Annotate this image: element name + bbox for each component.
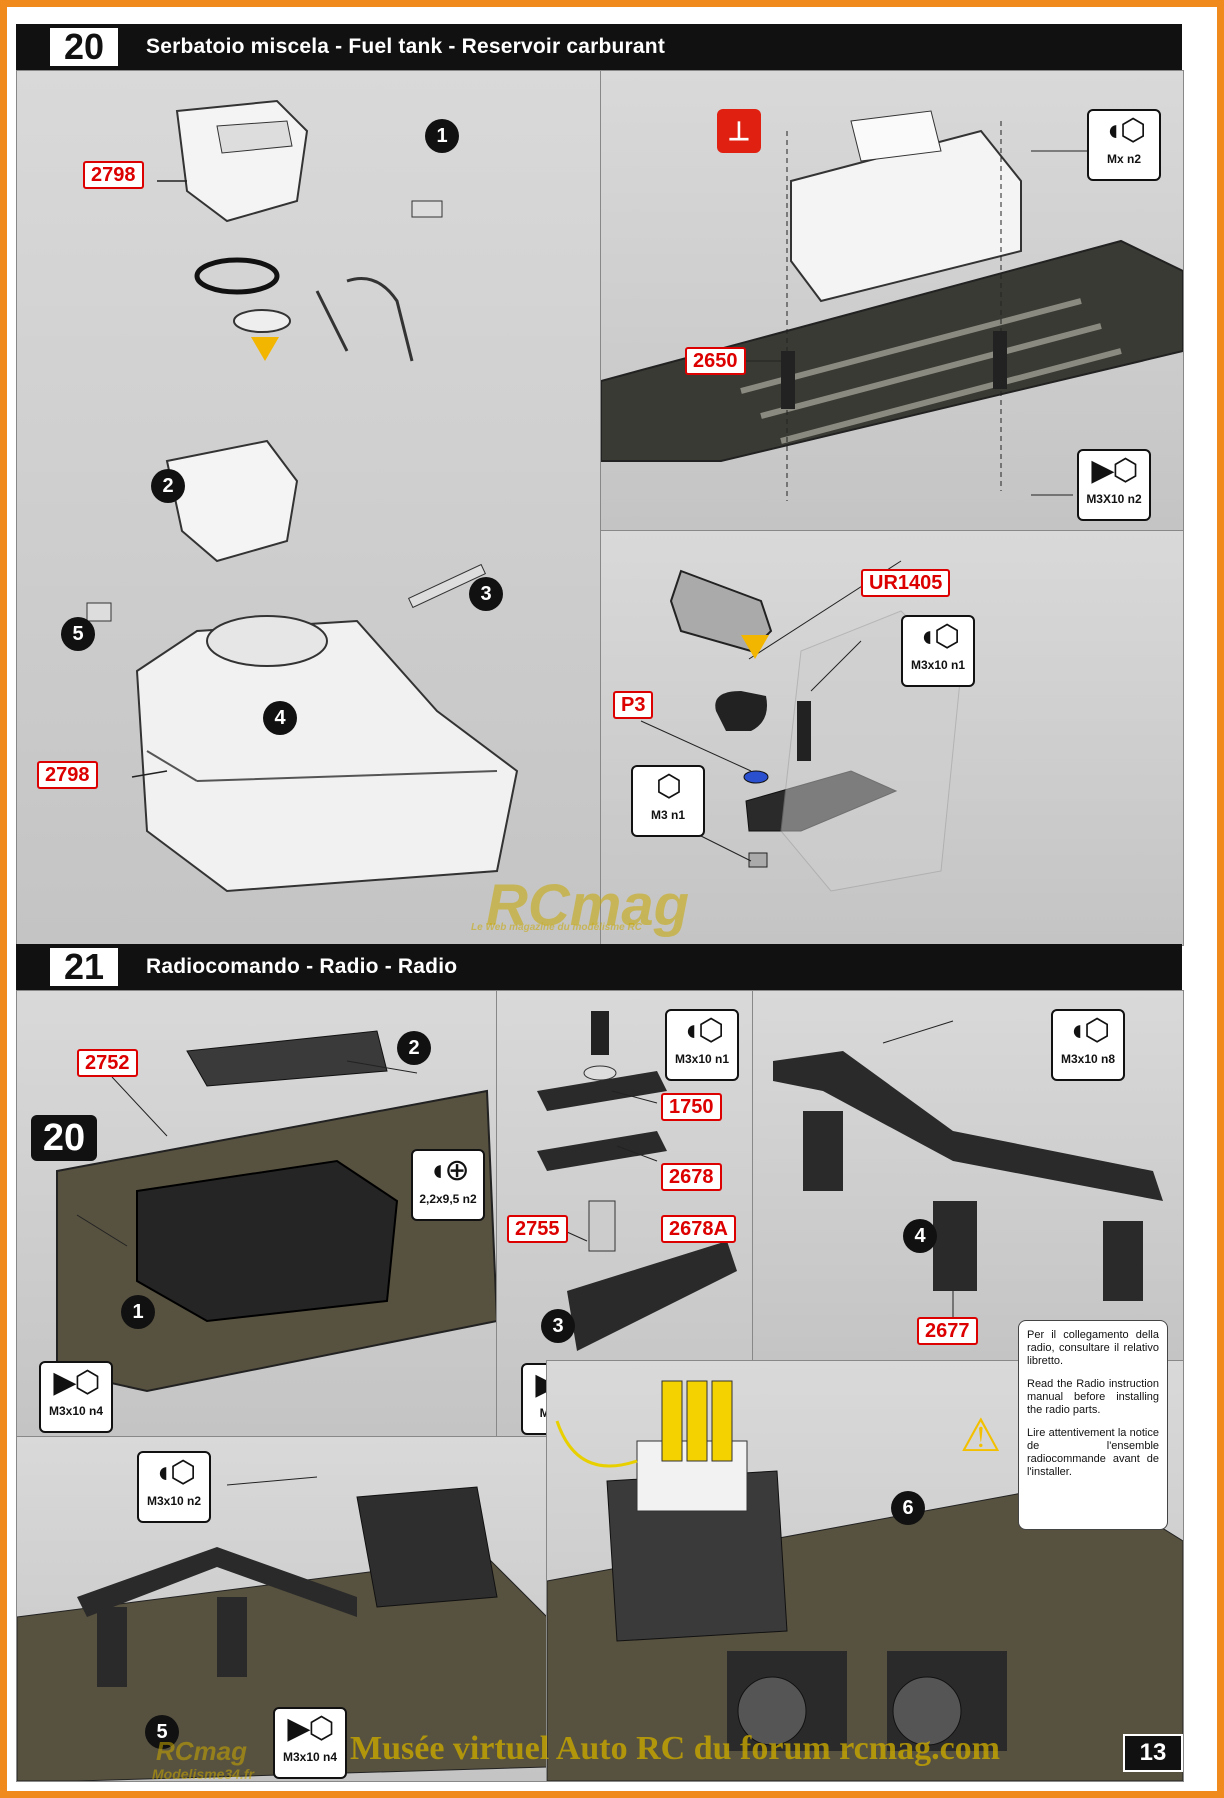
chassis-tank-illustration (601, 110, 1183, 501)
screw-icon: ◖⬡ (1067, 1014, 1110, 1047)
rcmag-small-logo: RCmag (156, 1736, 248, 1766)
page-number: 13 (1123, 1734, 1183, 1772)
part-label-2678: 2678 (661, 1163, 722, 1191)
fuel-tank-illustration (86, 99, 519, 893)
part-label-P3: P3 (613, 691, 654, 719)
countersunk-screw-icon: ▶⬡ (1091, 454, 1138, 487)
hardware-spec-m3x10-n8: ◖⬡ M3x10 n8 (1051, 1009, 1125, 1081)
panel-radio-box: 2752 2 1 20 ◖⊕ 2,2x9,5 n2 ▶⬡ M3x10 n4 (16, 990, 498, 1438)
hardware-spec-m3x10-n1: ◖⬡ M3x10 n1 (901, 615, 975, 687)
spec-label: M3x10 n2 (146, 1494, 202, 1508)
part-label-1750: 1750 (661, 1093, 722, 1121)
step-title: Radiocomando - Radio - Radio (146, 955, 458, 978)
part-label-2755: 2755 (507, 1215, 568, 1243)
step-21-header: 21 Radiocomando - Radio - Radio (16, 944, 1182, 990)
radio-box-illustration (56, 1030, 497, 1393)
callout-4: 4 (903, 1219, 937, 1253)
radio-instruction-note: Per il collegamento della radio, consult… (1018, 1320, 1168, 1530)
note-french: Lire attentivement la notice de l'ensemb… (1027, 1427, 1159, 1478)
callout-2: 2 (397, 1031, 431, 1065)
panel-servo-mounts: 4 2677 ◖⬡ M3x10 n8 (752, 990, 1184, 1362)
phillips-screw-icon: ◖⊕ (428, 1154, 469, 1187)
rcmag-watermark-logo: RCmag (486, 873, 690, 938)
footer-museum-caption: Musée virtuel Auto RC du forum rcmag.com (350, 1730, 1001, 1767)
step-title: Serbatoio miscela - Fuel tank - Reservoi… (146, 35, 666, 58)
hardware-spec-m3-n1: ⬡ M3 n1 (631, 765, 705, 837)
countersunk-screw-icon: ▶⬡ (53, 1366, 100, 1399)
spec-label: M3x10 n8 (1060, 1052, 1116, 1066)
panel-fuel-tank-assembly: 2798 2798 1 2 3 4 5 (16, 70, 602, 946)
manual-page: 20 Serbatoio miscela - Fuel tank - Reser… (16, 24, 1184, 1782)
warning-icon: ⚠ (960, 1409, 1002, 1461)
countersunk-screw-icon: ▶⬡ (287, 1712, 334, 1745)
screw-icon: ◖⬡ (153, 1456, 196, 1489)
callout-5: 5 (61, 617, 95, 651)
callout-1: 1 (121, 1295, 155, 1329)
spec-label: M3x10 n1 (674, 1052, 730, 1066)
part-label-2650: 2650 (685, 347, 746, 375)
spec-label: 2,2x9,5 n2 (419, 1192, 477, 1206)
arrow-down-icon (741, 635, 769, 659)
spec-label: M3x10 n4 (48, 1404, 104, 1418)
part-label-2678A: 2678A (661, 1215, 736, 1243)
callout-5: 5 (145, 1715, 179, 1749)
radio-installed-illustration (547, 1380, 1183, 1781)
step-number: 21 (50, 948, 118, 986)
nut-icon: ⬡ (655, 770, 682, 803)
servo-mount-illustration (773, 1020, 1163, 1317)
hardware-spec-mx-n2: ◖⬡ Mx n2 (1087, 109, 1161, 181)
hardware-spec-m3x10-n4: ▶⬡ M3x10 n4 (273, 1707, 347, 1779)
part-label-2798: 2798 (83, 161, 144, 189)
part-label-2677: 2677 (917, 1317, 978, 1345)
spec-label: M3 n1 (650, 808, 685, 822)
hardware-spec-m3x10-n2: ▶⬡ M3X10 n2 (1077, 449, 1151, 521)
note-english: Read the Radio instruction manual before… (1027, 1378, 1159, 1416)
step-number: 20 (50, 28, 118, 66)
callout-6: 6 (891, 1491, 925, 1525)
hardware-spec-2-2x9-5-n2: ◖⊕ 2,2x9,5 n2 (411, 1149, 485, 1221)
rcmag-small-tagline: Modelisme34.fr (152, 1766, 254, 1782)
callout-2: 2 (151, 469, 185, 503)
callout-3: 3 (469, 577, 503, 611)
note-italian: Per il collegamento della radio, consult… (1027, 1329, 1159, 1367)
servo-saver-illustration (537, 1011, 737, 1351)
arrow-down-icon (251, 337, 279, 361)
part-label-2798: 2798 (37, 761, 98, 789)
spec-label: M3x10 n4 (282, 1750, 338, 1764)
part-label-UR1405: UR1405 (861, 569, 951, 597)
step-reference-20: 20 (31, 1115, 97, 1161)
thread-lock-icon: ⊥ (717, 109, 761, 153)
spec-label: M3X10 n2 (1086, 492, 1142, 506)
hardware-spec-m3x10-n1: ◖⬡ M3x10 n1 (665, 1009, 739, 1081)
part-label-2752: 2752 (77, 1049, 138, 1077)
panel-servo-installation: ◖⬡ M3x10 n2 5 ▶⬡ M3x10 n4 (16, 1436, 548, 1782)
hardware-spec-m3x10-n4: ▶⬡ M3x10 n4 (39, 1361, 113, 1433)
spec-label: Mx n2 (1106, 152, 1141, 166)
callout-4: 4 (263, 701, 297, 735)
panel-tank-mounting: ⊥ 2650 ◖⬡ Mx n2 ▶⬡ M3X10 n2 (600, 70, 1184, 532)
spec-label: M3x10 n1 (910, 658, 966, 672)
screw-icon: ◖⬡ (1103, 114, 1146, 147)
screw-icon: ◖⬡ (917, 620, 960, 653)
callout-3: 3 (541, 1309, 575, 1343)
step-20-header: 20 Serbatoio miscela - Fuel tank - Reser… (16, 24, 1182, 70)
screw-icon: ◖⬡ (681, 1014, 724, 1047)
panel-fuel-filter: UR1405 P3 ◖⬡ M3x10 n1 ⬡ M3 n1 (600, 530, 1184, 946)
rcmag-watermark-tagline: Le Web magazine du modélisme RC (471, 922, 642, 933)
callout-1: 1 (425, 119, 459, 153)
hardware-spec-m3x10-n2: ◖⬡ M3x10 n2 (137, 1451, 211, 1523)
